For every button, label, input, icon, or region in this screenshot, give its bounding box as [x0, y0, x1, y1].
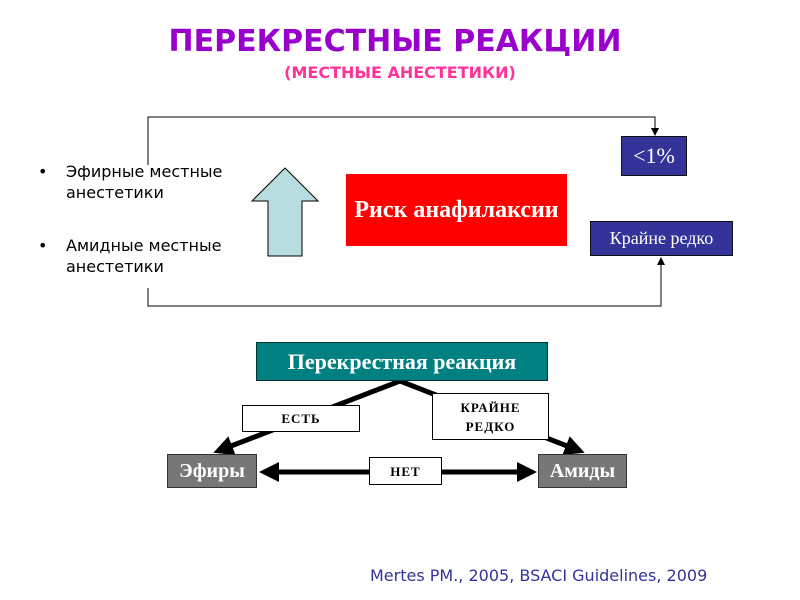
up-arrow-icon — [250, 167, 320, 257]
esters-box: Эфиры — [167, 454, 257, 488]
bullet-marker: • — [38, 236, 48, 255]
bracket-bottom — [147, 257, 665, 307]
bullet-marker: • — [38, 162, 48, 181]
risk-anaphylaxis-box: Риск анафилаксии — [346, 174, 567, 246]
bracket-top — [147, 116, 659, 165]
label-very-rare: КРАЙНЕ РЕДКО — [432, 393, 549, 440]
amides-box: Амиды — [538, 454, 627, 488]
ester-rate-box: <1% — [621, 136, 687, 176]
label-no: НЕТ — [369, 457, 442, 485]
slide-title: ПЕРЕКРЕСТНЫЕ РЕАКЦИИ — [168, 24, 622, 59]
amide-rate-box: Крайне редко — [590, 221, 733, 256]
slide-subtitle: (МЕСТНЫЕ АНЕСТЕТИКИ) — [284, 63, 516, 82]
label-yes: ЕСТЬ — [242, 405, 360, 432]
citation: Mertes PM., 2005, BSACI Guidelines, 2009 — [370, 566, 708, 585]
bullet-text: Амидные местные анестетики — [66, 236, 222, 276]
bullet-text: Эфирные местные анестетики — [66, 162, 223, 202]
cross-reaction-box: Перекрестная реакция — [256, 342, 548, 381]
